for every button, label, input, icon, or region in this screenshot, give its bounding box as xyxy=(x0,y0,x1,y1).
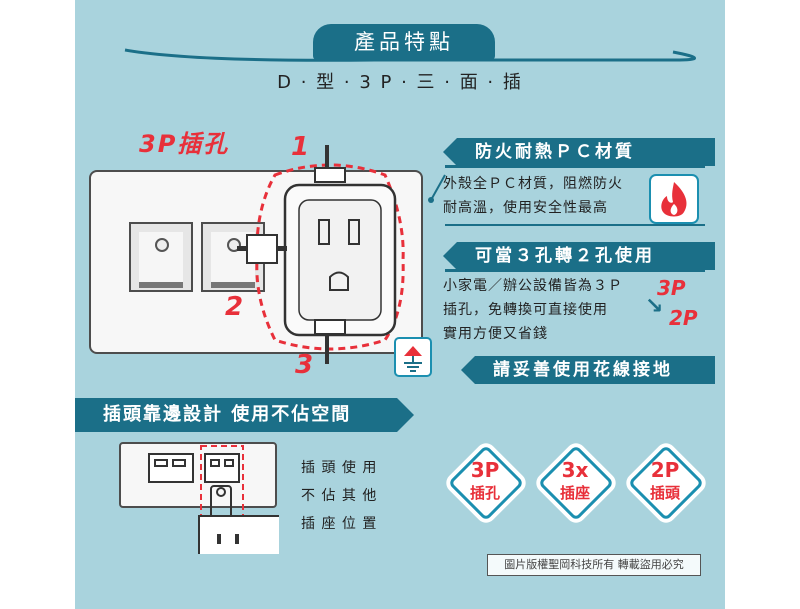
badge-bottom: 插座 xyxy=(559,484,590,502)
side-plug-line: 不 佔 其 他 xyxy=(301,488,378,504)
side-plug-text: 插 頭 使 用 不 佔 其 他 插 座 位 置 xyxy=(301,454,377,538)
d-type-adapter-diagram xyxy=(237,145,405,364)
side-plug-line: 插 座 位 置 xyxy=(301,516,378,532)
arrow-down-right-icon: ↘ xyxy=(645,294,664,319)
switch-indicator-icon xyxy=(155,238,169,252)
side-number-3: 3 xyxy=(295,350,314,380)
feature-1-line: 外殼全ＰＣ材質，阻燃防火 xyxy=(443,176,623,192)
page-subtitle: D · 型 · 3 P · 三 · 面 · 插 xyxy=(277,72,523,93)
side-number-2: 2 xyxy=(225,292,244,322)
feature-2-line: 小家電／辦公設備皆為３Ｐ xyxy=(443,278,623,294)
copyright-notice: 圖片版權聖岡科技所有 轉載盜用必究 xyxy=(487,554,701,576)
ground-icon xyxy=(394,337,432,377)
feature-banner-grounding: 請妥善使用花線接地 xyxy=(461,356,715,384)
badge-3x-outlet: 3x 插座 xyxy=(535,442,615,522)
badge-bottom: 插孔 xyxy=(469,484,500,502)
wall-switch-2 xyxy=(201,222,265,292)
banner-rule xyxy=(445,165,705,168)
badge-top: 3P xyxy=(470,458,500,482)
page-title: 產品特點 xyxy=(313,24,495,60)
feature-2-line: 實用方便又省錢 xyxy=(443,326,548,342)
badge-2p: 2P xyxy=(669,306,698,330)
banner-rule xyxy=(445,269,705,272)
feature-banner-3p-to-2p: 可當３孔轉２孔使用 xyxy=(443,242,715,270)
side-plug-banner: 插頭靠邊設計 使用不佔空間 xyxy=(75,398,414,432)
product-feature-panel: 產品特點 D · 型 · 3 P · 三 · 面 · 插 3P插孔 1 2 3 xyxy=(75,0,725,609)
fire-icon xyxy=(649,174,699,224)
badge-bottom: 插頭 xyxy=(649,484,680,502)
wall-switch-1 xyxy=(129,222,193,292)
side-plug-line: 插 頭 使 用 xyxy=(301,460,378,476)
badge-top: 2P xyxy=(650,458,680,482)
wall-outlet-plate xyxy=(119,442,277,508)
banner-rule xyxy=(445,224,705,226)
connector-line xyxy=(428,174,446,203)
feature-1-line: 耐高溫，使用安全性最高 xyxy=(443,200,608,216)
3p-socket-label: 3P插孔 xyxy=(139,130,230,158)
feature-1-text: 外殼全ＰＣ材質，阻燃防火 耐高溫，使用安全性最高 xyxy=(443,172,623,220)
feature-2-text: 小家電／辦公設備皆為３Ｐ 插孔，免轉換可直接使用 實用方便又省錢 xyxy=(443,274,623,346)
header-swoosh xyxy=(124,48,696,62)
feature-banner-fireproof: 防火耐熱ＰＣ材質 xyxy=(443,138,715,166)
side-number-1: 1 xyxy=(291,132,310,162)
3p-to-2p-icon: 3P ↘ 2P xyxy=(643,276,703,332)
feature-2-line: 插孔，免轉換可直接使用 xyxy=(443,302,608,318)
badge-top: 3x xyxy=(561,458,589,482)
side-plug-diagram xyxy=(148,445,279,554)
badge-2p-plug: 2P 插頭 xyxy=(625,442,705,522)
badge-3p: 3P xyxy=(657,276,686,300)
badge-3p-socket: 3P 插孔 xyxy=(445,442,525,522)
